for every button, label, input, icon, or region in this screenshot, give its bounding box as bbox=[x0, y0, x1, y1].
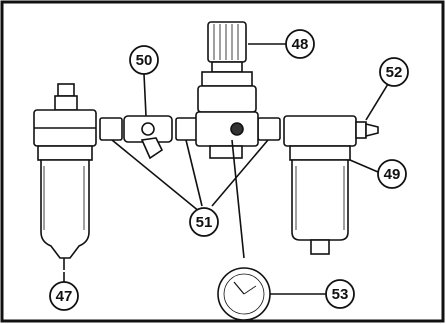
hose-barb-fitting bbox=[355, 121, 379, 139]
callout-52: 52 bbox=[379, 57, 409, 87]
callout-47-label: 47 bbox=[56, 288, 73, 305]
callout-49: 49 bbox=[377, 159, 407, 189]
callout-49-label: 49 bbox=[384, 166, 401, 183]
callout-48-label: 48 bbox=[292, 36, 309, 53]
callout-53-label: 53 bbox=[332, 286, 349, 303]
leader-lines bbox=[63, 43, 389, 295]
pressure-regulator bbox=[195, 21, 259, 159]
air-filter-unit bbox=[283, 115, 357, 255]
callout-52-label: 52 bbox=[386, 64, 403, 81]
callout-50-label: 50 bbox=[136, 52, 153, 69]
shutoff-valve bbox=[123, 115, 173, 160]
callout-48: 48 bbox=[285, 29, 315, 59]
callout-51: 51 bbox=[189, 207, 219, 237]
callout-47: 47 bbox=[49, 281, 79, 311]
lubricator-unit bbox=[33, 83, 97, 270]
callout-51-label: 51 bbox=[196, 214, 213, 231]
callout-53: 53 bbox=[325, 279, 355, 309]
callout-50: 50 bbox=[129, 45, 159, 75]
connector-nipples bbox=[99, 117, 281, 141]
